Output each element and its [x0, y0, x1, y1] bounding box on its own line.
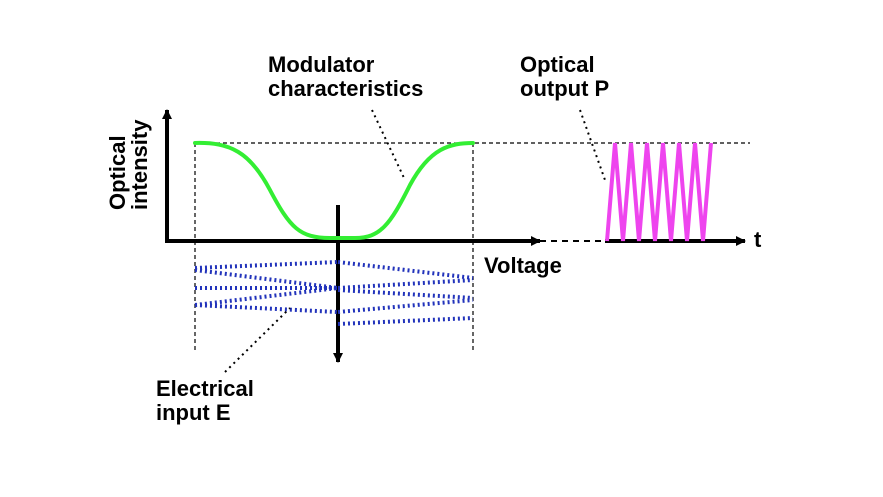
leader-lines: [224, 109, 606, 373]
voltage-axis-label: Voltage: [484, 253, 562, 278]
electrical-input-trace: [337, 316, 474, 326]
modulator-label-line2: characteristics: [268, 76, 424, 101]
input-leader-line: [224, 307, 291, 373]
modulator-curve: [193, 140, 475, 240]
modulator-leader-line: [371, 109, 406, 181]
output-leader-line: [579, 109, 606, 181]
optical-output-signal: [605, 142, 713, 242]
input-label-line1: Electrical: [156, 376, 254, 401]
electrical-input-signal: [194, 260, 474, 326]
input-label-line2: input E: [156, 400, 231, 425]
guide-lines: [194, 142, 750, 350]
modulator-label-line1: Modulator: [268, 52, 375, 77]
electrical-input-trace: [194, 260, 339, 270]
electrical-input-trace: [194, 303, 339, 314]
y-axis-label-line2: intensity: [127, 119, 152, 210]
y-axis-label: Optical intensity: [104, 100, 154, 210]
axes: [162, 109, 746, 363]
electrical-input-trace: [194, 268, 339, 290]
output-label-line2: output P: [520, 76, 610, 101]
electrical-input-trace: [337, 288, 474, 300]
electrical-input-trace: [194, 286, 339, 307]
electrical-input-trace: [337, 278, 474, 290]
time-axis-label: t: [754, 227, 762, 252]
electrical-input-trace: [337, 260, 474, 280]
electrical-input-trace: [337, 298, 474, 314]
output-label-line1: Optical: [520, 52, 595, 77]
